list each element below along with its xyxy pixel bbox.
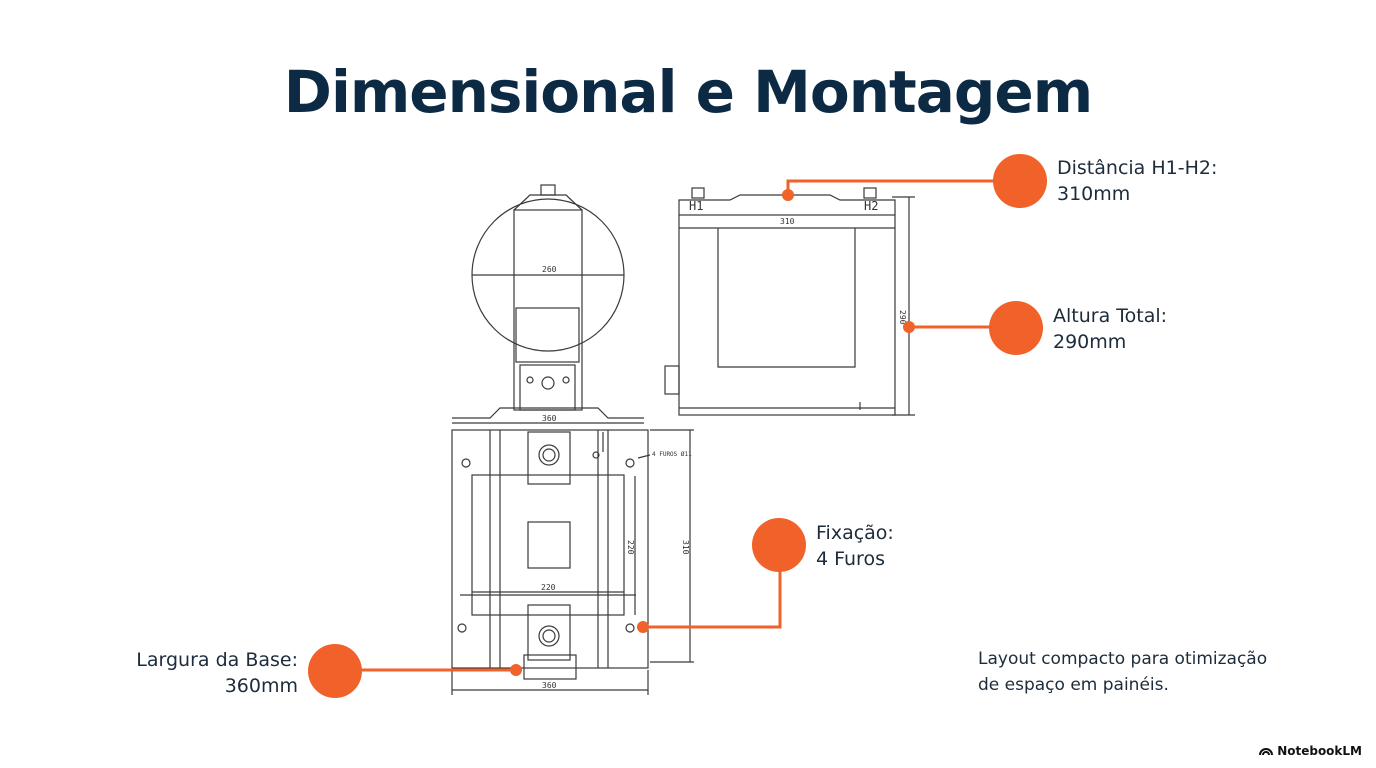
callout-fixing: Fixação: 4 Furos — [816, 520, 894, 572]
dim-diameter-label: 260 — [542, 265, 557, 274]
dim-base-top-label: 360 — [542, 414, 557, 423]
terminal-h2-label: H2 — [864, 199, 878, 213]
callout-base-label: Largura da Base: — [136, 649, 298, 671]
callout-base: Largura da Base: 360mm — [136, 647, 298, 699]
brand-name: NotebookLM — [1277, 744, 1362, 758]
dim-base-bottom-label: 360 — [542, 681, 557, 690]
notebooklm-logo-icon — [1259, 748, 1274, 756]
dot-height-marker — [989, 301, 1043, 355]
page-title: Dimensional e Montagem — [283, 58, 1093, 126]
dot-height-anchor — [903, 321, 915, 333]
brand-watermark: NotebookLM — [1259, 744, 1362, 758]
connector-h1h2 — [786, 179, 1000, 195]
dim-width-top-label: 310 — [780, 217, 795, 226]
top-view-tank — [452, 184, 644, 424]
callout-h1h2: Distância H1-H2: 310mm — [1057, 155, 1217, 207]
callout-fixing-value: 4 Furos — [816, 548, 885, 570]
callout-height-value: 290mm — [1053, 331, 1127, 353]
callout-height: Altura Total: 290mm — [1053, 303, 1167, 355]
dot-fixing-marker — [752, 518, 806, 572]
dot-h1h2-marker — [993, 154, 1047, 208]
callout-height-label: Altura Total: — [1053, 305, 1168, 327]
dim-inner-width-label: 220 — [541, 583, 556, 592]
callout-fixing-label: Fixação: — [816, 522, 894, 544]
base-plate-view — [451, 429, 694, 695]
dot-fixing-anchor — [637, 621, 649, 633]
dim-height-side-label: 290 — [898, 310, 907, 325]
side-view — [664, 187, 915, 416]
dot-h1h2-anchor — [782, 189, 794, 201]
layout-note-line1: Layout compacto para otimização — [978, 649, 1268, 669]
connector-fixing — [643, 560, 782, 629]
terminal-h1-label: H1 — [689, 199, 703, 213]
callout-base-value: 360mm — [224, 675, 298, 697]
callout-h1h2-label: Distância H1-H2: — [1057, 157, 1218, 179]
callout-h1h2-value: 310mm — [1057, 183, 1131, 205]
layout-note: Layout compacto para otimização de espaç… — [978, 646, 1267, 698]
dot-base-marker — [308, 644, 362, 698]
dot-base-anchor — [510, 664, 522, 676]
holes-note-label: 4 FUROS Ø11 — [652, 451, 692, 458]
layout-note-line2: de espaço em painéis. — [978, 675, 1169, 695]
dim-outer-height-label: 310 — [681, 540, 690, 555]
dim-inner-height-label: 220 — [626, 540, 635, 555]
